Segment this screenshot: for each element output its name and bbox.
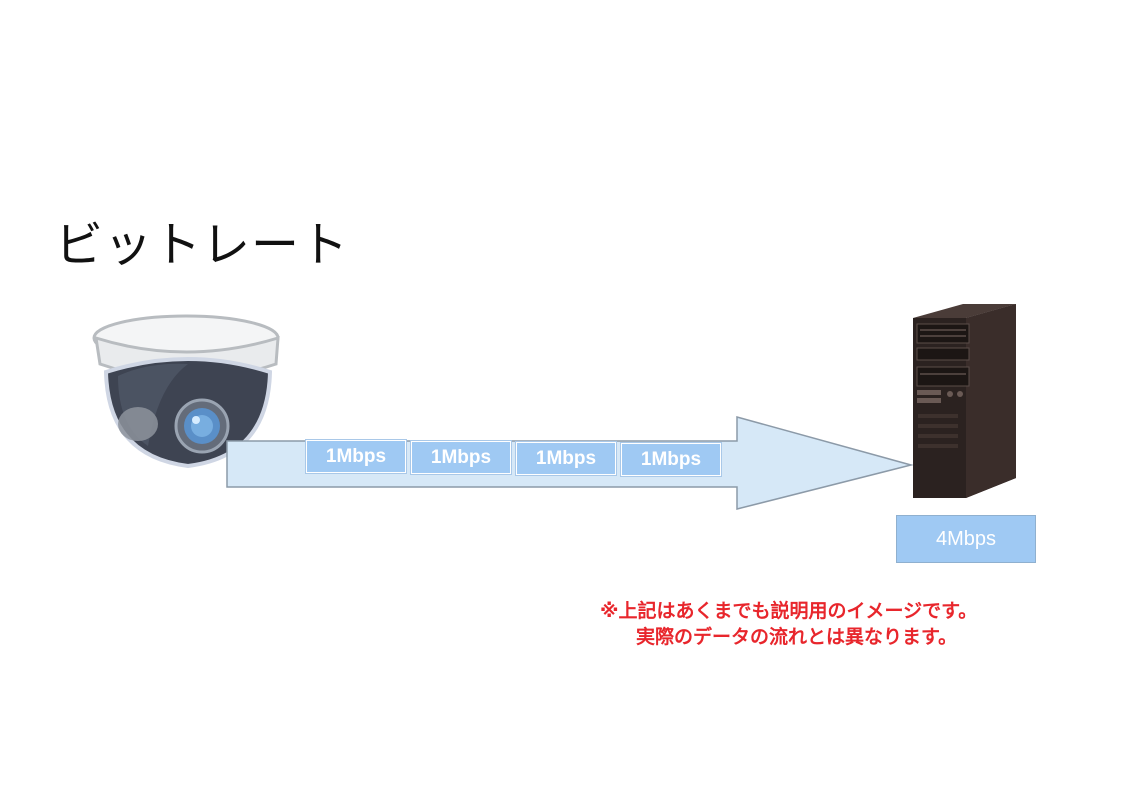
bitrate-packet: 1Mbps: [515, 441, 617, 476]
disclaimer-line-2: 実際のデータの流れとは異なります。: [636, 626, 958, 648]
bitrate-packet: 1Mbps: [305, 439, 407, 474]
page-title: ビットレート: [55, 217, 350, 273]
server-tower-icon: [913, 304, 1016, 498]
bitrate-packet: 1Mbps: [410, 440, 512, 475]
total-bitrate-box: 4Mbps: [896, 515, 1036, 563]
bitrate-packet: 1Mbps: [620, 442, 722, 477]
dome-camera-icon: [92, 314, 280, 469]
disclaimer-line-1: ※上記はあくまでも説明用のイメージです。: [600, 600, 978, 622]
